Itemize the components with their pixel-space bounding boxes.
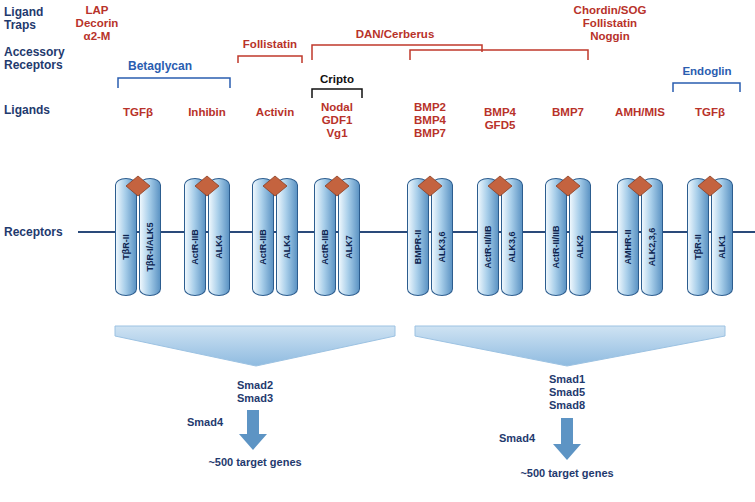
receptor-cylinder: ALK2,3,6: [641, 178, 663, 296]
ligand-name: BMP2 BMP4 BMP7: [407, 101, 453, 140]
receptor-name: ActR-II/IIB: [551, 225, 561, 268]
row-heading: Ligands: [4, 104, 74, 117]
receptor-cylinder: ALK2: [569, 178, 591, 296]
receptor-name: TβR-I/ALK5: [145, 223, 155, 272]
row-heading: Ligand Traps: [4, 6, 64, 32]
accessory-bracket: [312, 89, 362, 98]
receptor-name: ALK3,6: [437, 231, 447, 262]
receptor-cylinder: BMPR-II: [407, 178, 429, 296]
receptor-name: ALK2: [575, 235, 585, 259]
receptor-cylinder: TβR-II: [687, 178, 709, 296]
receptor-name: ActR-IIB: [190, 229, 200, 265]
receptor-name: ALK4: [282, 235, 292, 259]
receptor-cylinder: TβR-II: [115, 178, 137, 296]
ligand-trap: LAP Decorin α2-M: [71, 4, 123, 43]
gene-count: ~500 target genes: [185, 456, 325, 469]
receptor-name: ActR-II/IIB: [483, 225, 493, 268]
ligand-name: Nodal GDF1 Vg1: [316, 101, 358, 140]
ligand-trap: Follistatin: [233, 38, 307, 51]
receptor-name: ALK4: [214, 235, 224, 259]
accessory-bracket: [118, 78, 230, 88]
receptor-name: ALK3,6: [507, 231, 517, 262]
receptor-cylinder: TβR-I/ALK5: [139, 178, 161, 296]
ligand-name: BMP4 GFD5: [477, 106, 523, 132]
smad-name: Smad4: [180, 416, 230, 429]
receptor-name: ALK2,3,6: [647, 228, 657, 267]
smad-name: Smad2 Smad3: [231, 379, 279, 405]
ligand-trap: DAN/Cerberus: [340, 28, 450, 41]
row-heading: Receptors: [4, 226, 74, 239]
row-heading: Accessory Receptors: [4, 46, 80, 72]
signal-arrow: [553, 418, 581, 460]
receptor-cylinder: ALK7: [338, 178, 360, 296]
receptor-cylinder: AMHR-II: [617, 178, 639, 296]
receptor-cylinder: ActR-II/IIB: [545, 178, 567, 296]
accessory-receptor: Endoglin: [671, 65, 743, 78]
ligand-name: Activin: [246, 106, 304, 119]
receptor-cylinder: ALK1: [711, 178, 733, 296]
trap-bracket: [410, 50, 588, 60]
receptor-name: ActR-IIB: [258, 229, 268, 265]
receptor-cylinder: ALK3,6: [431, 178, 453, 296]
receptor-cylinder: ActR-II/IIB: [477, 178, 499, 296]
ligand-trap: Chordin/SOG Follistatin Noggin: [564, 4, 656, 43]
signal-arrow: [239, 410, 267, 450]
receptor-name: ALK1: [717, 235, 727, 259]
receptor-cylinder: ActR-IIB: [252, 178, 274, 296]
gene-count: ~500 target genes: [497, 467, 637, 480]
ligand-name: BMP7: [545, 106, 591, 119]
convergence-funnel: [115, 326, 395, 366]
receptor-cylinder: ActR-IIB: [314, 178, 336, 296]
accessory-receptor: Betaglycan: [105, 60, 215, 73]
receptor-name: ActR-IIB: [320, 229, 330, 265]
receptor-name: TβR-II: [121, 234, 131, 260]
receptor-cylinder: ActR-IIB: [184, 178, 206, 296]
receptor-name: BMPR-II: [413, 230, 423, 265]
smad-name: Smad4: [492, 432, 542, 445]
receptor-cylinder: ALK4: [208, 178, 230, 296]
accessory-receptor: Cripto: [309, 73, 365, 86]
ligand-name: TGFβ: [113, 106, 163, 119]
ligand-name: Inhibin: [178, 106, 236, 119]
trap-bracket: [312, 45, 482, 60]
ligand-name: TGFβ: [685, 106, 735, 119]
ligand-name: AMH/MIS: [608, 106, 672, 119]
receptor-name: ALK7: [344, 235, 354, 259]
accessory-bracket: [673, 83, 740, 92]
receptor-cylinder: ALK4: [276, 178, 298, 296]
receptor-name: AMHR-II: [623, 230, 633, 265]
receptor-cylinder: ALK3,6: [501, 178, 523, 296]
receptor-name: TβR-II: [693, 234, 703, 260]
convergence-funnel: [415, 326, 725, 366]
trap-bracket: [238, 56, 302, 63]
smad-name: Smad1 Smad5 Smad8: [543, 373, 591, 412]
